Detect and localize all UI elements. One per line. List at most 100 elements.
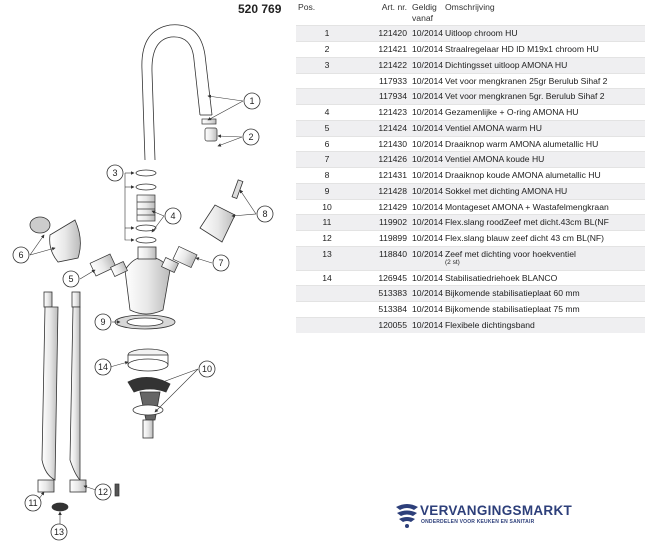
- header-description: Omschrijving: [445, 2, 495, 12]
- row-description: Dichtingsset uitloop AMONA HU: [443, 56, 645, 74]
- row-valid-from: 10/2014: [410, 182, 443, 200]
- strainer-part: [51, 483, 120, 512]
- row-pos: [296, 72, 358, 89]
- row-valid-from: 10/2014: [410, 301, 443, 318]
- row-valid-from: 10/2014: [410, 316, 443, 333]
- row-valid-from: 10/2014: [410, 104, 443, 121]
- row-pos: [296, 301, 358, 318]
- callout-8: [256, 205, 274, 223]
- row-description: Draaiknop koude AMONA alumetallic HU: [443, 167, 645, 184]
- row-art-nr: 118840: [358, 245, 410, 271]
- callout-10: [198, 360, 216, 378]
- row-valid-from: 10/2014: [410, 135, 443, 152]
- callout-14: [94, 358, 112, 376]
- callout-label: 10: [202, 364, 212, 374]
- callout-label: 3: [112, 168, 117, 178]
- faucet-body: [124, 246, 171, 315]
- row-pos: 9: [296, 182, 358, 200]
- row-pos: 6: [296, 135, 358, 152]
- row-description: Ventiel AMONA warm HU: [443, 119, 645, 137]
- header-art-nr: Art. nr.: [381, 2, 407, 12]
- callout-7: [212, 254, 230, 272]
- row-art-nr: 121426: [358, 151, 410, 168]
- row-description: Ventiel AMONA koude HU: [443, 151, 645, 168]
- row-art-nr: 117934: [358, 88, 410, 105]
- row-description: Vet voor mengkranen 5gr. Berulub Sihaf 2: [443, 88, 645, 105]
- row-valid-from: 10/2014: [410, 25, 443, 42]
- header-valid-from: Geldig vanaf: [412, 2, 437, 23]
- spout-part: [141, 24, 213, 161]
- warm-knob-part: [29, 216, 81, 263]
- row-pos: 8: [296, 167, 358, 184]
- callout-label: 5: [68, 274, 73, 284]
- row-art-nr: 513384: [358, 301, 410, 318]
- callout-label: 4: [170, 211, 175, 221]
- row-pos: [296, 316, 358, 333]
- parts-table: Pos. Art. nr. Geldig vanaf Omschrijving …: [296, 0, 645, 333]
- row-description: Stabilisatiedriehoek BLANCO: [443, 269, 645, 286]
- mounting-set-part: [127, 348, 171, 439]
- row-art-nr: 121431: [358, 167, 410, 184]
- row-pos: 2: [296, 41, 358, 58]
- row-pos: 14: [296, 269, 358, 286]
- callout-label: 12: [98, 487, 108, 497]
- callout-1: [243, 92, 261, 110]
- row-description: Straalregelaar HD ID M19x1 chroom HU: [443, 41, 645, 58]
- callout-circles: [12, 92, 274, 541]
- row-art-nr: 121422: [358, 56, 410, 74]
- row-art-nr: 126945: [358, 269, 410, 286]
- row-description: Flexibele dichtingsband: [443, 316, 645, 333]
- row-valid-from: 10/2014: [410, 245, 443, 271]
- callout-9: [94, 313, 112, 331]
- row-note: (2 st): [445, 259, 460, 267]
- flex-hoses-part: [37, 291, 87, 493]
- row-valid-from: 10/2014: [410, 198, 443, 215]
- seal-rings-part: [135, 169, 157, 244]
- base-ring-part: [114, 314, 176, 330]
- row-pos: 1: [296, 25, 358, 42]
- row-valid-from: 10/2014: [410, 269, 443, 286]
- callout-label: 1: [249, 96, 254, 106]
- cold-valve-part: [161, 245, 198, 273]
- row-art-nr: 120055: [358, 316, 410, 333]
- brand-name: VERVANGINGSMARKT: [420, 503, 573, 518]
- row-valid-from: 10/2014: [410, 230, 443, 247]
- row-pos: 12: [296, 230, 358, 247]
- callout-label: 7: [218, 258, 223, 268]
- callout-4: [164, 207, 182, 225]
- row-pos: 10: [296, 198, 358, 215]
- row-description: Montageset AMONA + Wastafelmengkraan: [443, 198, 645, 215]
- row-art-nr: 121420: [358, 25, 410, 42]
- row-description-text: Zeef met dichting voor hoekventiel: [445, 248, 576, 259]
- callout-5: [62, 270, 80, 288]
- row-art-nr: 119899: [358, 230, 410, 247]
- row-description: Bijkomende stabilisatieplaat 75 mm: [443, 301, 645, 318]
- row-description: Draaiknop warm AMONA alumetallic HU: [443, 135, 645, 152]
- callout-6: [12, 246, 30, 264]
- row-valid-from: 10/2014: [410, 214, 443, 231]
- row-pos: 13: [296, 245, 358, 271]
- row-art-nr: 121429: [358, 198, 410, 215]
- leader-lines: [29, 94, 257, 532]
- row-description: Flex.slang blauw zeef dicht 43 cm BL(NF): [443, 230, 645, 247]
- row-description: Sokkel met dichting AMONA HU: [443, 182, 645, 200]
- row-pos: [296, 285, 358, 302]
- row-valid-from: 10/2014: [410, 88, 443, 105]
- row-description: Flex.slang roodZeef met dicht.43cm BL(NF: [443, 214, 645, 231]
